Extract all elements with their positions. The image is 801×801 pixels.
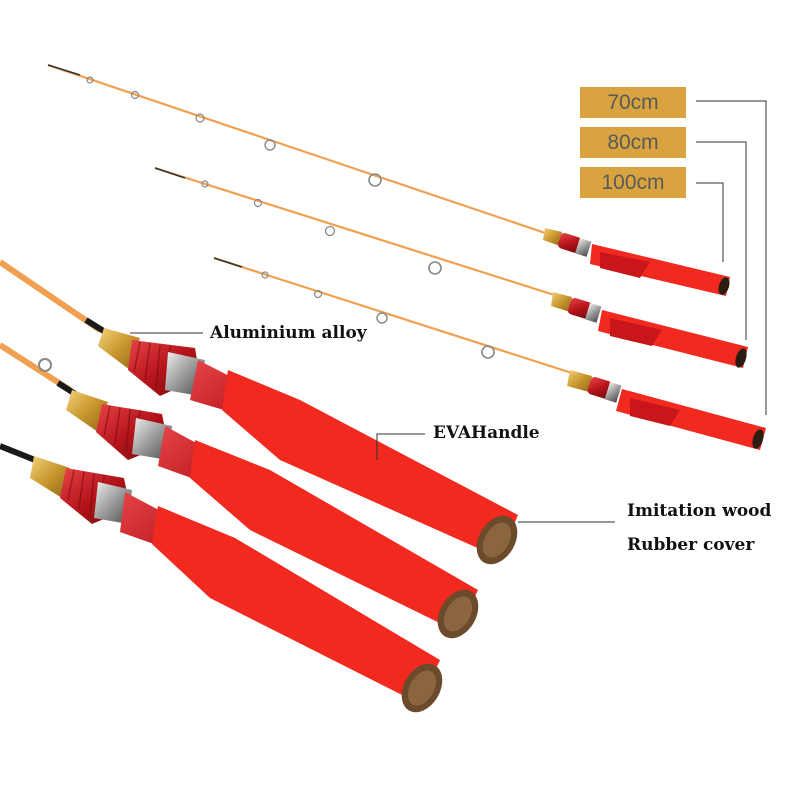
size-badge-70cm: 70cm — [580, 87, 686, 118]
callout-aluminium-alloy: Aluminium alloy — [210, 323, 367, 343]
large-rod-1 — [0, 259, 518, 565]
leader-lines — [130, 100, 767, 523]
rod-100cm — [213, 256, 766, 450]
large-rod-2 — [0, 342, 479, 639]
callout-rubber-cover: Rubber cover — [627, 535, 755, 555]
large-rod-3 — [0, 443, 443, 713]
callout-eva-handle: EVAHandle — [433, 423, 540, 443]
callout-imitation-wood: Imitation wood — [627, 501, 772, 521]
rod-80cm — [154, 166, 748, 368]
size-badge-80cm: 80cm — [580, 127, 686, 158]
rod-70cm — [47, 63, 730, 296]
size-badge-100cm: 100cm — [580, 167, 686, 198]
